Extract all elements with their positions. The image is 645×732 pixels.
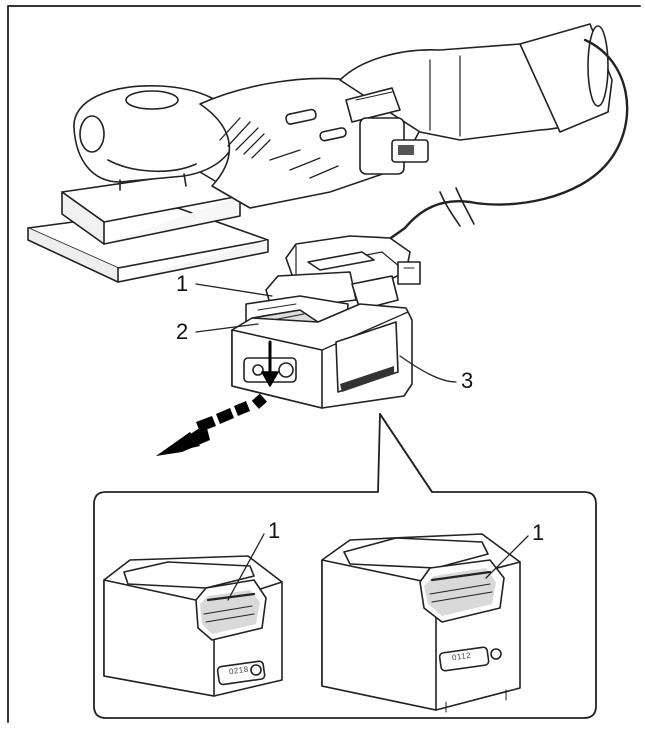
sander-head-cap — [125, 90, 179, 110]
callout-label-1: 1 — [176, 271, 189, 296]
frame-border — [7, 5, 641, 723]
sander-cable — [468, 38, 629, 206]
inset-callout-leader-large — [485, 535, 529, 579]
battery-adapter — [265, 235, 421, 311]
callout-leader-2 — [195, 323, 259, 333]
inset-callout-label-large: 1 — [532, 520, 545, 545]
callout-leader-3 — [399, 355, 457, 383]
inset-battery-large — [321, 533, 521, 713]
inset-callout-label-small: 1 — [268, 518, 281, 543]
inset-callout-leader-small — [227, 533, 265, 601]
orbital-sander — [27, 23, 629, 283]
battery-pack-main — [231, 295, 413, 409]
removal-direction-arrow — [156, 393, 268, 456]
callout-label-2: 2 — [176, 319, 189, 344]
inset-battery-small — [103, 555, 283, 697]
callout-leader-1 — [195, 283, 273, 297]
callout-label-3: 3 — [461, 368, 474, 393]
sander-switch — [345, 87, 401, 123]
